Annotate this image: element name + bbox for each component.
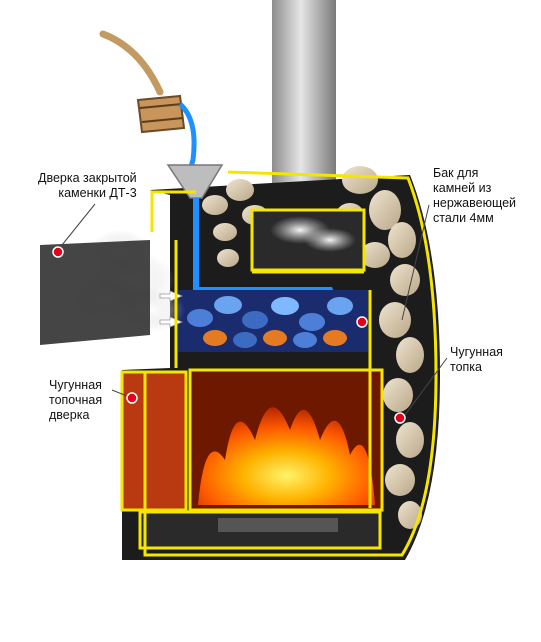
label-firebox: Чугунная топка bbox=[450, 345, 503, 375]
marker-heater-door bbox=[52, 246, 64, 258]
heater-door bbox=[40, 240, 150, 345]
label-stone-tank: Бак для камней из нержавеющей стали 4мм bbox=[433, 166, 516, 226]
label-fire-door-line2: топочная bbox=[49, 393, 103, 407]
callout-markers bbox=[52, 246, 406, 424]
label-firebox-line1: Чугунная bbox=[450, 345, 503, 359]
ladle-icon bbox=[99, 30, 186, 134]
marker-stone-tank bbox=[356, 316, 368, 328]
hot-stones bbox=[178, 290, 368, 352]
label-heater-door-line2: каменки ДТ-3 bbox=[58, 186, 137, 200]
label-fire-door-line1: Чугунная bbox=[49, 378, 102, 392]
marker-firebox bbox=[394, 412, 406, 424]
label-fire-door-line3: дверка bbox=[49, 408, 90, 422]
flames bbox=[198, 407, 375, 505]
frame-outline bbox=[143, 170, 438, 557]
marker-fire-door bbox=[126, 392, 138, 404]
label-stone-tank-line4: стали 4мм bbox=[433, 211, 494, 225]
funnel-icon bbox=[166, 164, 224, 199]
frame-inner bbox=[174, 240, 372, 508]
label-stone-tank-line3: нержавеющей bbox=[433, 196, 517, 210]
chimney-pipe bbox=[272, 0, 336, 215]
steam-cloud-upper bbox=[270, 216, 356, 252]
water-stream bbox=[178, 102, 197, 171]
label-stone-tank-line1: Бак для bbox=[433, 166, 479, 180]
label-firebox-line2: топка bbox=[450, 360, 483, 374]
label-stone-tank-line2: камней из bbox=[433, 181, 492, 195]
label-heater-door: Дверка закрытой каменки ДТ-3 bbox=[38, 171, 137, 201]
label-heater-door-line1: Дверка закрытой bbox=[38, 171, 137, 185]
steam-arrows bbox=[159, 290, 184, 328]
label-fire-door: Чугунная топочная дверка bbox=[49, 378, 102, 423]
grate bbox=[218, 518, 338, 532]
